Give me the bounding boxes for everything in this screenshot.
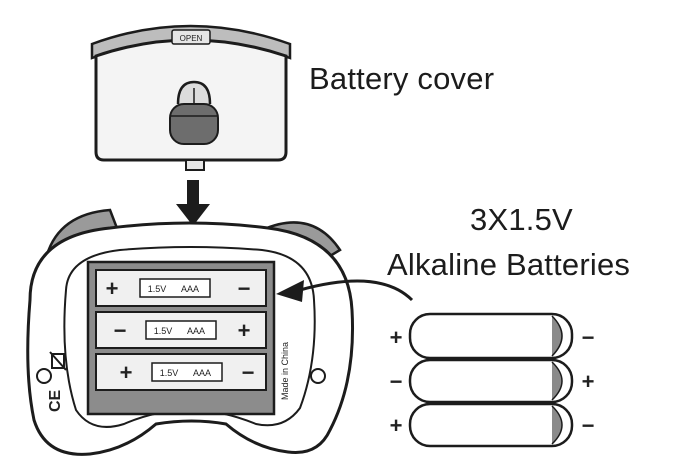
slot-left-polarity: +: [120, 360, 133, 385]
battery-cover-label: Battery cover: [309, 61, 495, 96]
compartment-slot: + 1.5V AAA −: [95, 269, 267, 307]
battery-left-polarity: +: [390, 413, 403, 438]
battery-right-polarity: +: [582, 369, 595, 394]
cover-open-marking: OPEN: [180, 34, 203, 43]
slot-size-marking: AAA: [181, 284, 199, 294]
slot-right-polarity: −: [238, 276, 251, 301]
down-arrow-icon: [176, 180, 210, 226]
battery-spec-label: 3X1.5V: [470, 202, 573, 237]
curved-arrow-icon: [276, 279, 414, 302]
compartment-slot: + 1.5V AAA −: [95, 353, 267, 391]
slot-voltage-marking: 1.5V: [148, 284, 167, 294]
slot-size-marking: AAA: [187, 326, 205, 336]
lock-icon: [169, 80, 219, 145]
battery-right-polarity: −: [582, 325, 595, 350]
battery-cover: OPEN: [90, 24, 292, 171]
slot-right-polarity: −: [242, 360, 255, 385]
slot-right-polarity: +: [238, 318, 251, 343]
battery-icon: + −: [390, 402, 595, 448]
slot-left-polarity: +: [106, 276, 119, 301]
slot-voltage-marking: 1.5V: [154, 326, 173, 336]
slot-voltage-marking: 1.5V: [160, 368, 179, 378]
battery-compartment: + 1.5V AAA − − 1.5V AAA + + 1.5V AAA − M…: [86, 260, 290, 416]
bin-icon: [49, 351, 67, 371]
slot-size-marking: AAA: [193, 368, 211, 378]
made-in-marking: Made in China: [280, 342, 290, 400]
battery-icon: − +: [390, 358, 595, 404]
battery-left-polarity: +: [390, 325, 403, 350]
battery-left-polarity: −: [390, 369, 403, 394]
battery-icon: + −: [390, 312, 595, 360]
battery-right-polarity: −: [582, 413, 595, 438]
compartment-slot: − 1.5V AAA +: [95, 311, 267, 349]
slot-left-polarity: −: [114, 318, 127, 343]
battery-type-label: Alkaline Batteries: [387, 247, 631, 282]
ce-marking: CE: [47, 389, 64, 412]
loose-batteries: + − − + + −: [390, 312, 595, 448]
